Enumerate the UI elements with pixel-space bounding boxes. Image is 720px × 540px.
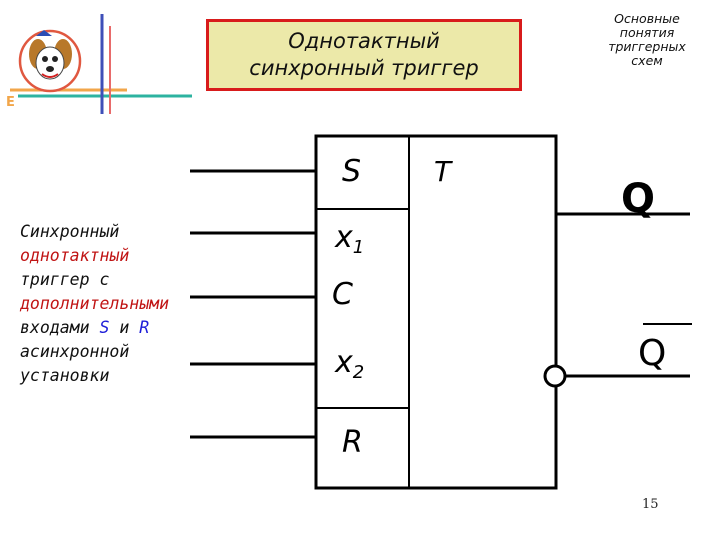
topic-caption-line-1: Основные [614,11,680,26]
desc-and-word: и [109,318,140,337]
logo-letter: E [6,95,15,110]
title-line-2: синхронный триггер [249,56,479,80]
desc-line-5: входами S и R [20,316,169,340]
desc-line-6: асинхронной [20,342,130,361]
topic-caption: Основные понятия триггерных схем [592,12,702,68]
topic-caption-line-3: триггерных [608,39,686,54]
trigger-type-label: T [434,155,453,188]
topic-caption-line-4: схем [631,53,663,68]
desc-input-s: S [99,318,110,337]
topic-caption-line-2: понятия [619,25,675,40]
trigger-block [314,134,558,490]
trigger-description: Синхронный однотактный триггер с дополни… [20,220,169,388]
slide-title: Однотактный синхронный триггер [206,19,522,91]
desc-inputs-word: входами [20,318,100,337]
label-x1: x1 [334,220,364,258]
inverse-output-bubble [543,364,567,388]
page-number: 15 [642,497,659,512]
desc-line-1: Синхронный [20,222,120,241]
desc-line-3: триггер с [20,270,110,289]
label-s: S [342,154,361,189]
dog-mascot-logo: E [6,14,192,114]
label-c: C [332,277,353,312]
output-label-q-inverse: Q [638,333,666,374]
desc-line-7: установки [20,366,110,385]
desc-input-r: R [139,318,150,337]
label-r: R [342,425,363,460]
desc-line-4: дополнительными [20,294,170,313]
output-label-q: Q [621,176,655,222]
title-line-1: Однотактный [288,29,440,53]
label-x2: x2 [334,345,364,383]
desc-line-2: однотактный [20,246,130,265]
